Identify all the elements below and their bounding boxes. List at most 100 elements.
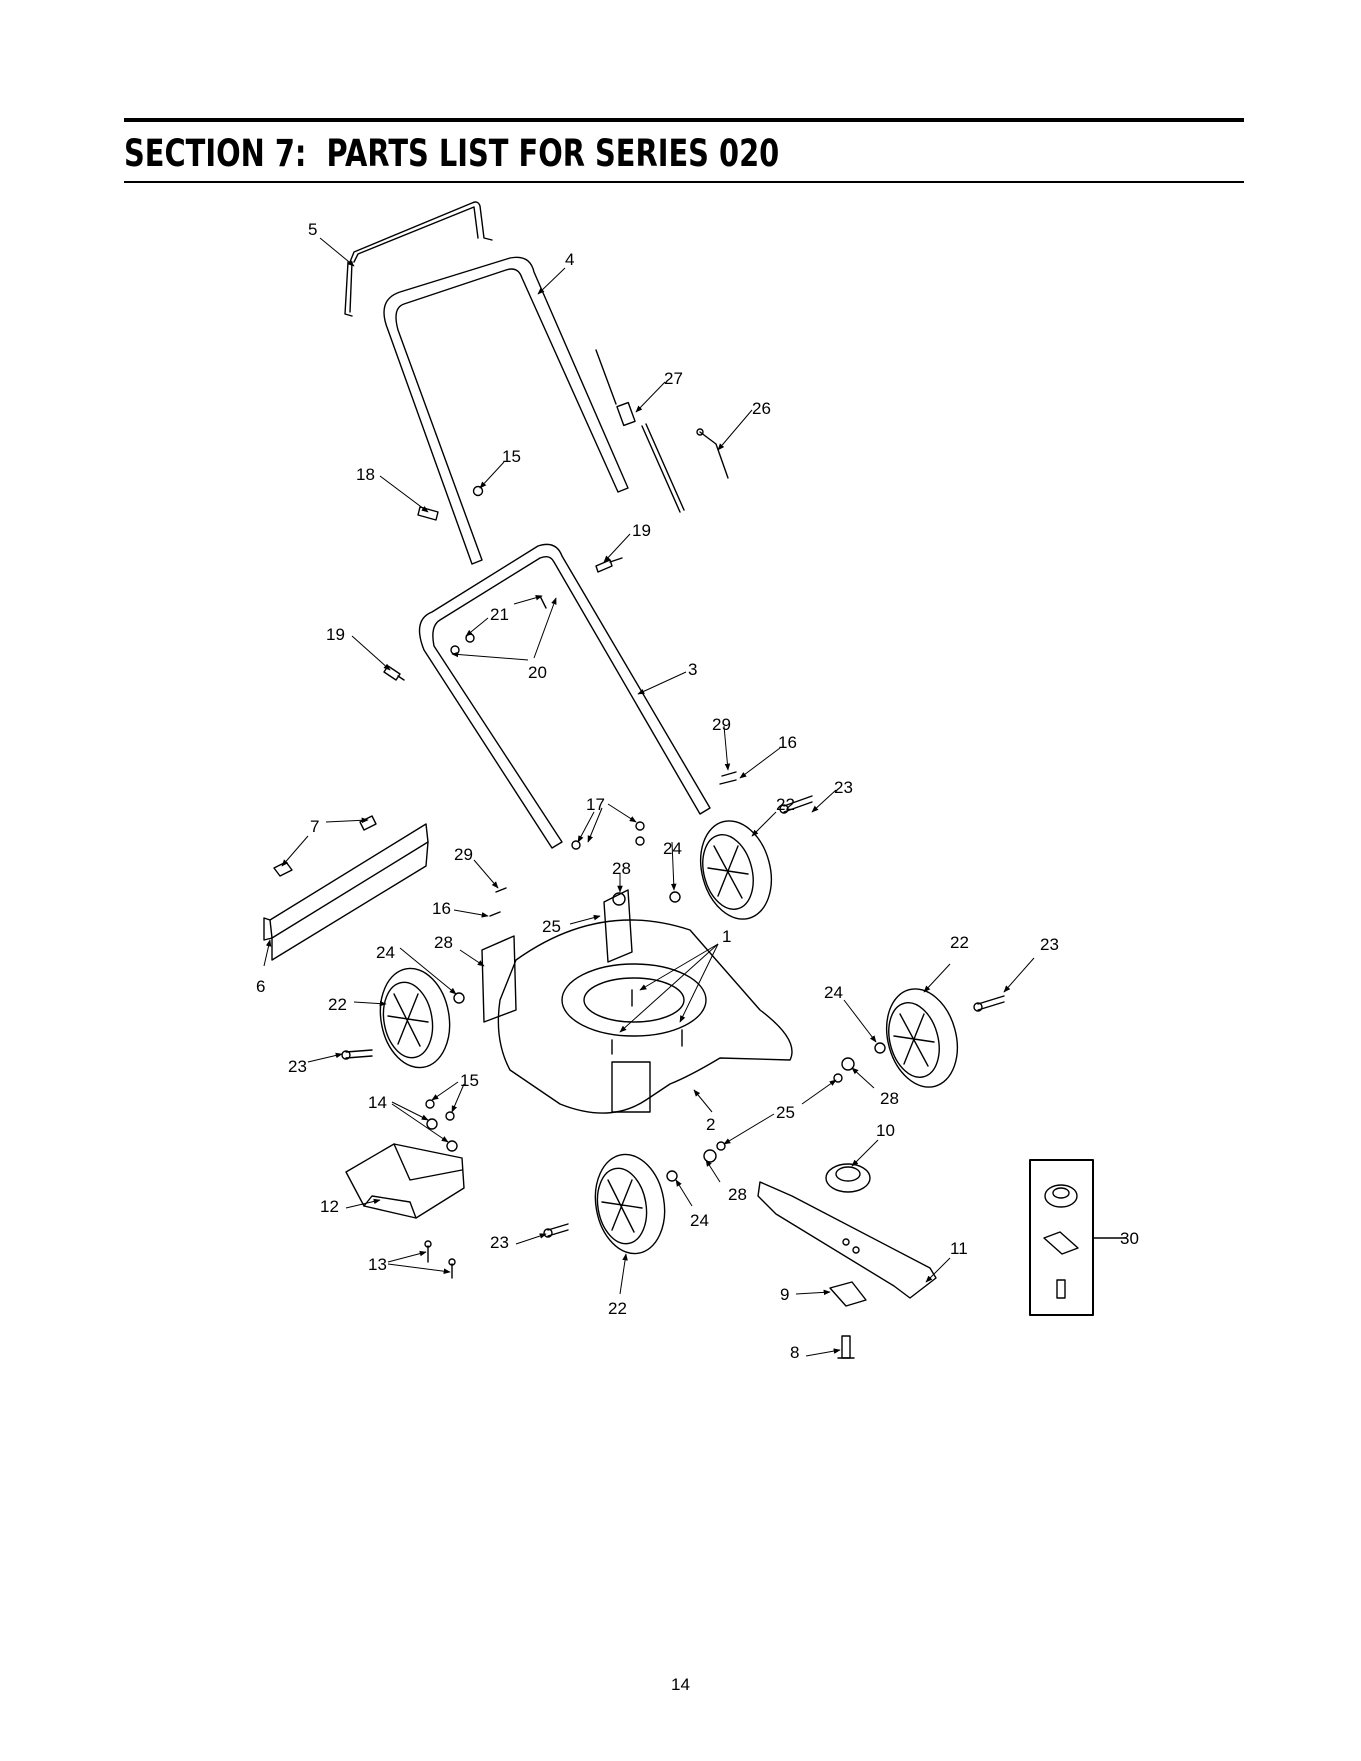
- callout-14: 14: [368, 1093, 387, 1112]
- callout-12: 12: [320, 1197, 339, 1216]
- callout-29-left: 29: [454, 845, 473, 864]
- callout-7: 7: [310, 817, 319, 836]
- callout-28-upper: 28: [612, 859, 631, 878]
- leader-10: [852, 1140, 878, 1166]
- leader-17c: [608, 804, 636, 822]
- leader-13b: [388, 1264, 450, 1272]
- wheel-washers-part: [454, 892, 885, 1181]
- callout-22-left: 22: [328, 995, 347, 1014]
- cable-tie-part: [697, 429, 728, 478]
- leader-25c: [724, 1114, 774, 1144]
- upper-handle-part: [384, 257, 628, 564]
- leader-22b: [924, 964, 950, 992]
- leader-17a: [578, 812, 594, 842]
- lower-handle-hardware-part: [572, 822, 644, 849]
- leader-24b: [400, 948, 456, 994]
- callout-24-left: 24: [376, 943, 395, 962]
- callout-25-upper: 25: [542, 917, 561, 936]
- leader-16a: [740, 748, 780, 778]
- callout-13: 13: [368, 1255, 387, 1274]
- callout-labels: 5 4 27 26 18 15 19 21 19 20 3 29 16 23 2…: [256, 220, 1139, 1362]
- leader-14a: [392, 1102, 428, 1120]
- callout-16-right: 16: [778, 733, 797, 752]
- leader-20a: [452, 654, 528, 660]
- callout-19-left: 19: [326, 625, 345, 644]
- leader-1b: [620, 944, 718, 1032]
- shoulder-bolt-left-part: [490, 888, 506, 916]
- leader-14b: [392, 1104, 448, 1142]
- leader-7b: [282, 836, 308, 866]
- callout-25-lower: 25: [776, 1103, 795, 1122]
- leader-21a: [466, 618, 488, 636]
- leader-28b: [460, 950, 484, 966]
- blade-kit-box-part: [1030, 1160, 1126, 1315]
- leader-25b: [802, 1080, 836, 1104]
- callout-16-left: 16: [432, 899, 451, 918]
- handle-knob-part: [418, 507, 438, 520]
- wheel-upper-right-part: [690, 813, 782, 927]
- callout-22-right: 22: [950, 933, 969, 952]
- callout-5: 5: [308, 220, 317, 239]
- handle-bolt-left-part: [384, 666, 404, 680]
- callout-23-right: 23: [1040, 935, 1059, 954]
- callout-10: 10: [876, 1121, 895, 1140]
- bell-support-part: [830, 1282, 866, 1306]
- handle-bolt-right-part: [596, 558, 622, 572]
- mower-deck-part: [482, 890, 792, 1113]
- wheel-left-part: [373, 963, 457, 1073]
- hinge-clip-part: [274, 816, 376, 876]
- deflector-screws-part: [425, 1241, 455, 1278]
- callout-6: 6: [256, 977, 265, 996]
- leader-8: [806, 1350, 840, 1356]
- callout-9: 9: [780, 1285, 789, 1304]
- leader-24c: [844, 1000, 876, 1042]
- callout-23-lower: 23: [490, 1233, 509, 1252]
- leader-23c: [308, 1054, 342, 1062]
- deflector-hardware-part: [426, 1100, 457, 1151]
- callout-21: 21: [490, 605, 509, 624]
- callout-29-right: 29: [712, 715, 731, 734]
- callout-28-lower: 28: [728, 1185, 747, 1204]
- rear-flap-part: [264, 824, 428, 960]
- leader-13a: [388, 1252, 426, 1262]
- leader-23b: [1004, 958, 1034, 992]
- callout-28-right: 28: [880, 1089, 899, 1108]
- callout-15-lower: 15: [460, 1071, 479, 1090]
- callout-22-lower: 22: [608, 1299, 627, 1318]
- callout-30: 30: [1120, 1229, 1139, 1248]
- leader-2: [694, 1090, 712, 1112]
- leader-3: [638, 672, 686, 694]
- callout-3: 3: [688, 660, 697, 679]
- shoulder-bolt-right-part: [720, 772, 736, 784]
- callout-20: 20: [528, 663, 547, 682]
- callout-23-upper: 23: [834, 778, 853, 797]
- callout-11: 11: [950, 1239, 968, 1258]
- leader-23d: [516, 1234, 546, 1244]
- callout-1: 1: [722, 927, 731, 946]
- blade-bolt-part: [838, 1336, 854, 1358]
- leader-28c: [852, 1068, 874, 1088]
- callout-2: 2: [706, 1115, 715, 1134]
- leader-22a: [752, 812, 776, 836]
- leader-16b: [454, 910, 488, 916]
- callout-18: 18: [356, 465, 375, 484]
- leader-5: [320, 238, 354, 266]
- callout-26: 26: [752, 399, 771, 418]
- callout-8: 8: [790, 1343, 799, 1362]
- blade-part: [758, 1182, 936, 1298]
- leader-23a: [812, 790, 836, 812]
- callout-28-left: 28: [434, 933, 453, 952]
- leader-27: [636, 382, 665, 412]
- callout-23-left: 23: [288, 1057, 307, 1076]
- leader-19b: [352, 636, 390, 670]
- callout-27: 27: [664, 369, 683, 388]
- callout-24-lower: 24: [690, 1211, 709, 1230]
- discharge-deflector-part: [346, 1144, 464, 1218]
- leader-29b: [474, 860, 498, 888]
- leader-25a: [570, 916, 600, 924]
- leader-15b: [432, 1082, 458, 1100]
- leader-28d: [706, 1160, 720, 1182]
- lower-handle-part: [420, 544, 711, 848]
- leader-6: [264, 940, 270, 966]
- callout-4: 4: [565, 250, 574, 269]
